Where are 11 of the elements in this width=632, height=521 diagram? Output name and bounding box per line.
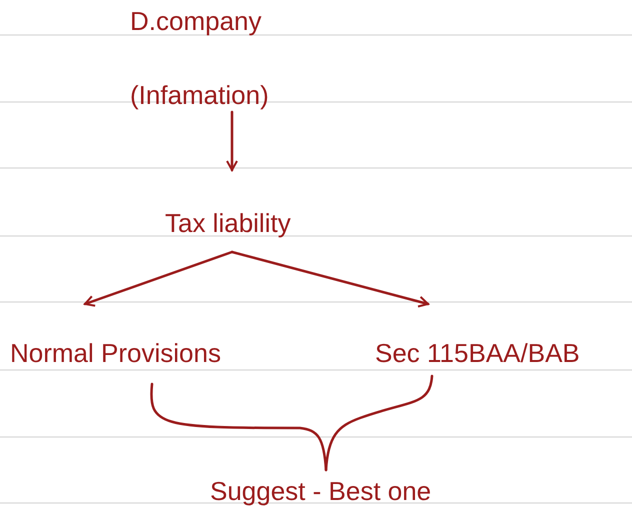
arrow [84,250,234,307]
handwritten-text: Suggest - Best one [210,475,432,508]
arrow [226,110,238,172]
arrow [230,250,430,308]
brace-line [324,374,434,472]
handwritten-text: Tax liability [165,207,291,240]
handwritten-text: (Infamation) [130,79,269,112]
handwritten-text: D.company [130,5,262,38]
handwritten-text: Sec 115BAA/BAB [375,337,580,370]
brace-line [150,382,328,472]
handwritten-text: Normal Provisions [10,337,221,370]
